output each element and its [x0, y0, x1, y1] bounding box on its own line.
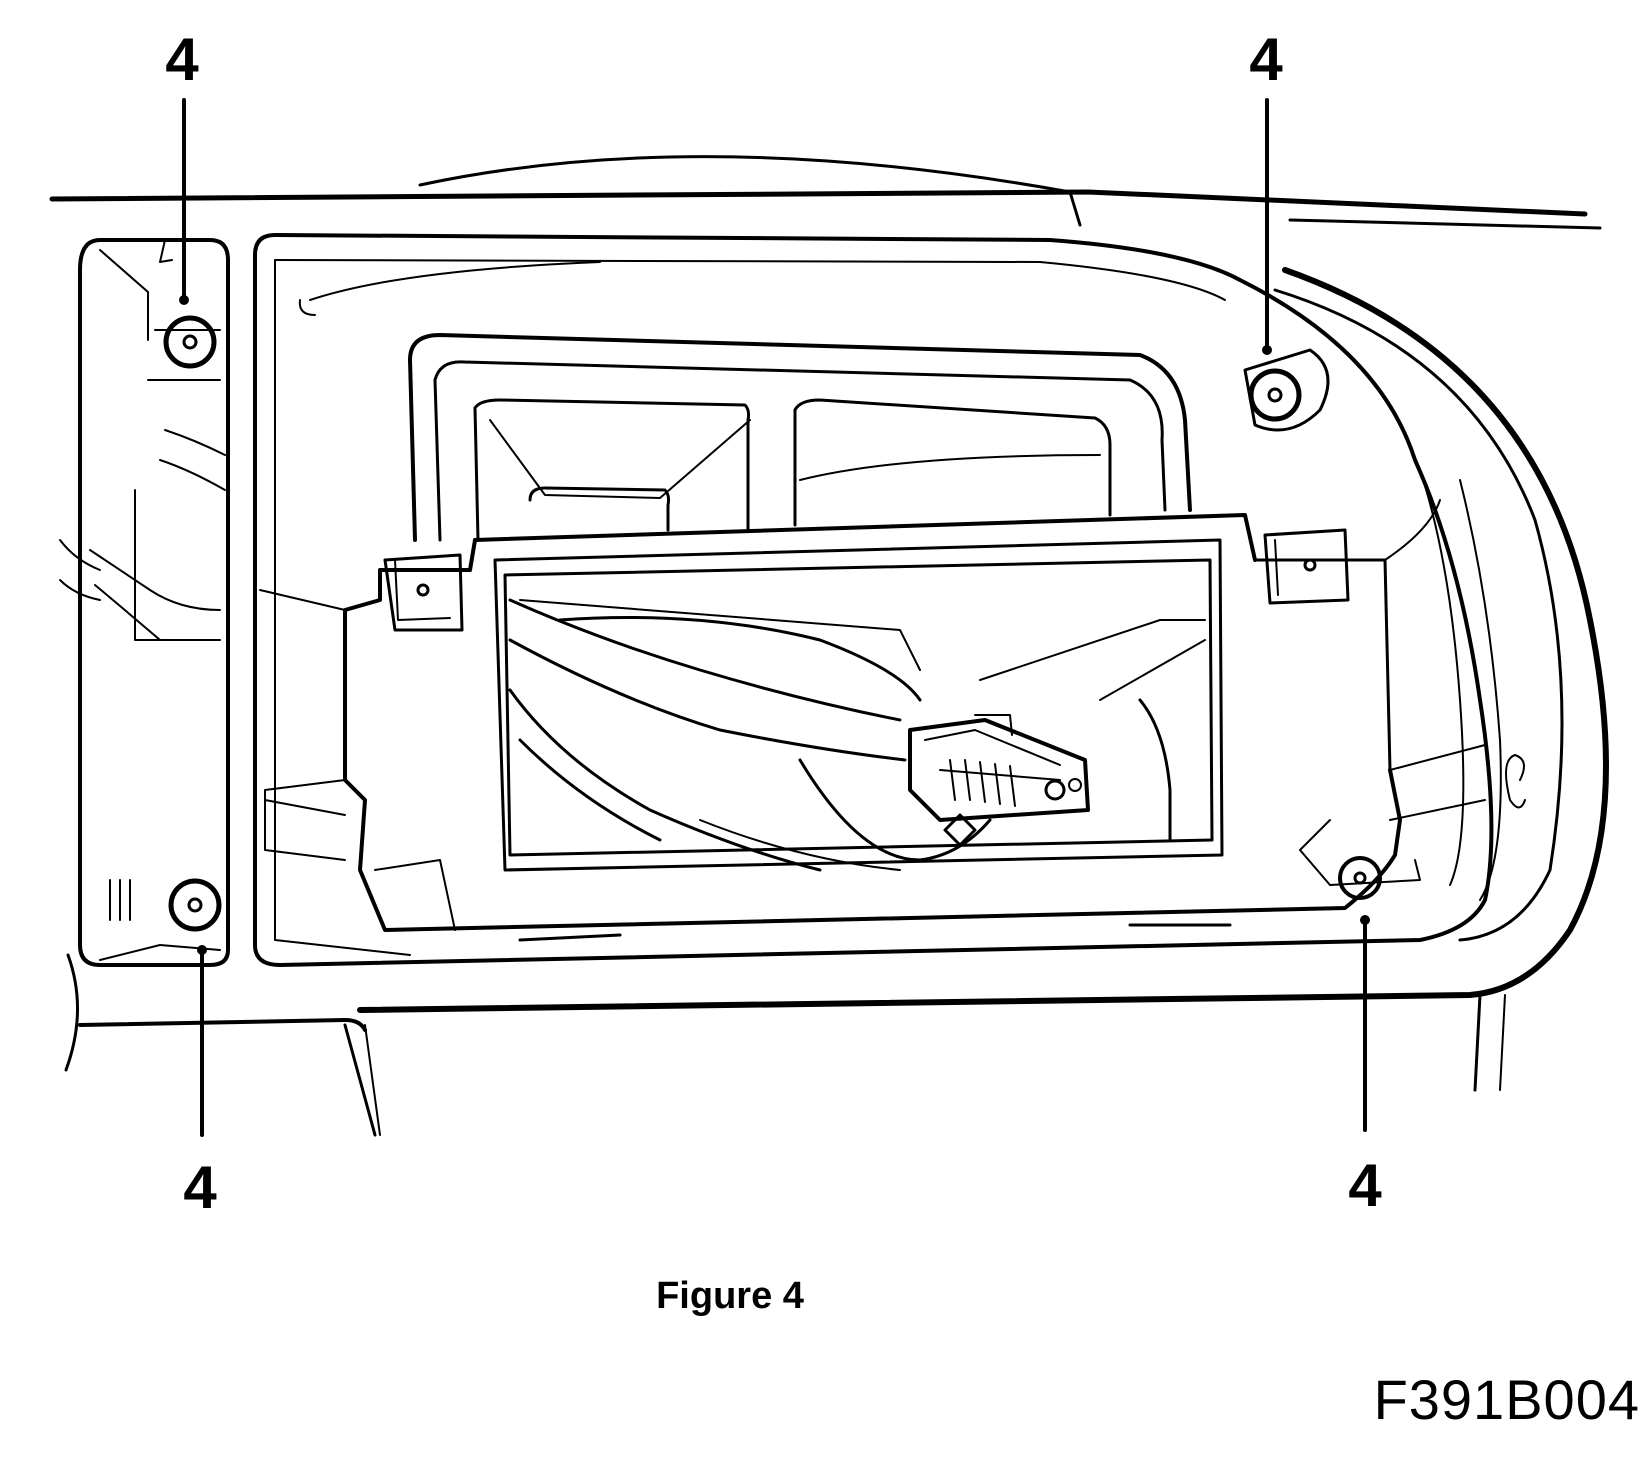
callout-number-top-right: 4: [1249, 26, 1283, 93]
panel-outline: [49, 155, 1609, 1137]
screw-bottom-left-icon: [168, 878, 222, 932]
callout-number-top-left: 4: [165, 26, 199, 93]
wiring-harness: [508, 598, 1206, 872]
screw-bottom-right-icon: [1338, 856, 1382, 900]
electrical-connector: [908, 714, 1090, 847]
callout-leaders: [179, 98, 1370, 1137]
carrier-frame: [259, 499, 1486, 942]
left-bracket: [59, 238, 230, 967]
mounting-tabs: [383, 528, 1350, 632]
callout-number-bottom-right: 4: [1348, 1152, 1382, 1219]
figure-caption: Figure 4: [656, 1275, 804, 1317]
callout-number-bottom-left: 4: [183, 1154, 217, 1221]
upper-frame: [408, 333, 1192, 542]
figure-code: F391B004: [1373, 1368, 1640, 1431]
screw-top-right-icon: [1243, 348, 1330, 432]
inner-cavity: [253, 233, 1526, 967]
screw-top-left-icon: [163, 315, 217, 369]
